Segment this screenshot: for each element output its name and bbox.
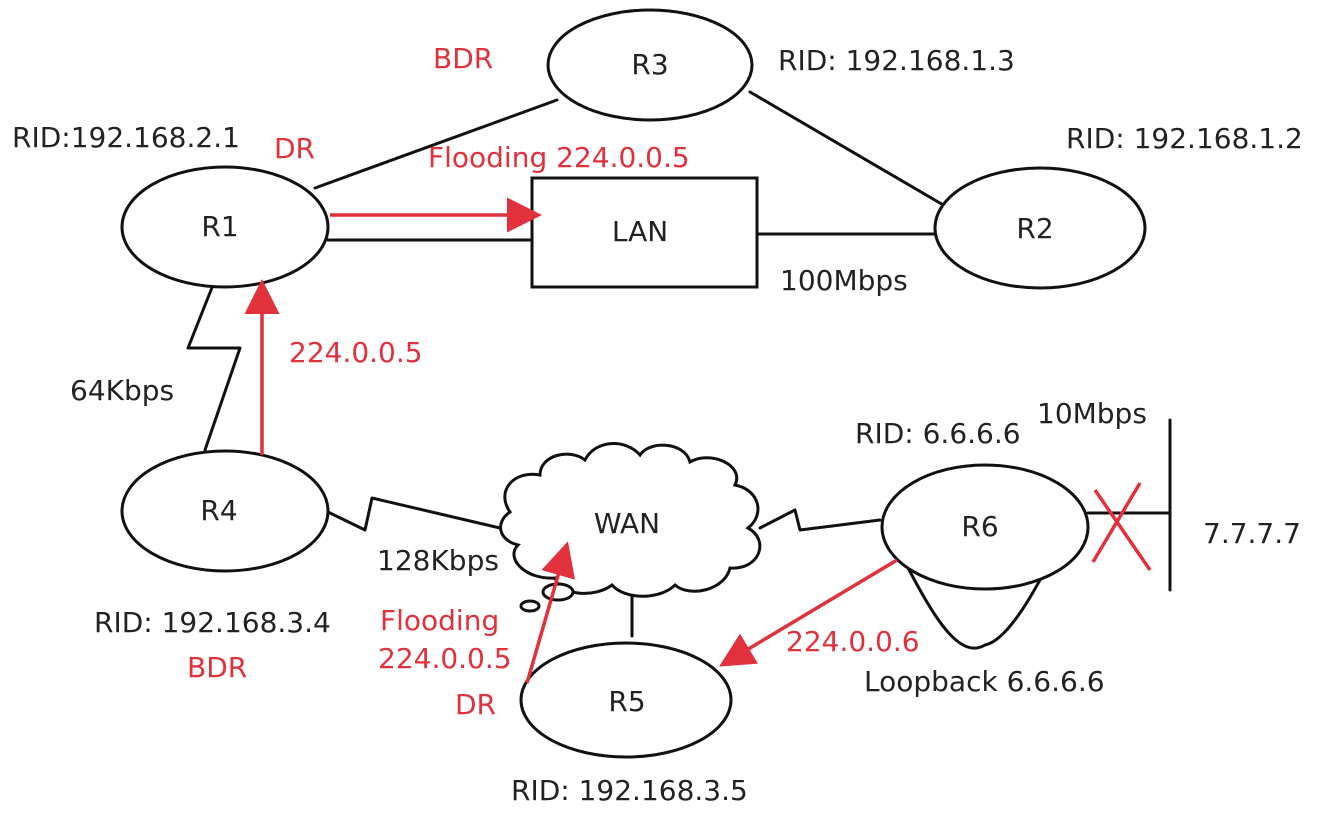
- wan-cloud-tail-small: [519, 599, 541, 613]
- r6-net-bandwidth: 10Mbps: [1037, 397, 1147, 430]
- r4-r1-flood-label: 224.0.0.5: [289, 336, 423, 369]
- loopback-curve: [903, 560, 1050, 650]
- lan-label: LAN: [612, 215, 668, 248]
- link-r4-wan-serial: [326, 496, 502, 532]
- lan-r2-bandwidth: 100Mbps: [780, 264, 908, 297]
- r5-wan-flood-label-line2: 224.0.0.5: [378, 642, 512, 675]
- link-wan-r6-serial: [758, 508, 882, 532]
- external-network-label: 7.7.7.7: [1203, 517, 1301, 550]
- r1-rid: RID:192.168.2.1: [12, 121, 240, 154]
- r6-rid: RID: 6.6.6.6: [855, 417, 1021, 450]
- router-r2: [933, 166, 1147, 290]
- r6-label: R6: [961, 510, 998, 543]
- r1-r4-bandwidth: 64Kbps: [70, 374, 174, 407]
- router-r1: [120, 165, 330, 289]
- flood-arrow-r5-wan: [525, 541, 576, 684]
- r4-label: R4: [200, 494, 237, 527]
- r2-rid: RID: 192.168.1.2: [1066, 122, 1303, 155]
- r5-label: R5: [608, 685, 645, 718]
- link-r3-r2: [748, 90, 947, 208]
- failed-link-x-icon-stroke: [1091, 482, 1142, 563]
- router-r5: [519, 641, 733, 759]
- r1-role: DR: [274, 132, 315, 165]
- router-r4: [120, 449, 330, 573]
- r4-wan-bandwidth: 128Kbps: [377, 544, 499, 577]
- failed-link-x-icon: [1093, 489, 1152, 571]
- r5-wan-flood-label-line1: Flooding: [380, 604, 499, 637]
- link-r1-r4-serial: [186, 283, 242, 452]
- r5-rid: RID: 192.168.3.5: [511, 774, 748, 807]
- router-r3: [546, 8, 754, 122]
- r4-rid: RID: 192.168.3.4: [94, 606, 331, 639]
- r5-role: DR: [455, 688, 496, 721]
- r4-role: BDR: [187, 651, 247, 684]
- wan-label: WAN: [594, 507, 660, 540]
- r3-role: BDR: [433, 42, 493, 75]
- r1-lan-flood-label: Flooding 224.0.0.5: [428, 141, 690, 174]
- wan-cloud-tail-large: [541, 582, 575, 602]
- r6-r5-flow-label: 224.0.0.6: [786, 625, 920, 658]
- arrow-r6-r5: [718, 558, 898, 667]
- link-r1-r3: [313, 98, 559, 190]
- router-r6: [880, 463, 1090, 591]
- loopback-label: Loopback 6.6.6.6: [864, 665, 1105, 698]
- lan-box: [530, 176, 759, 289]
- r1-label: R1: [201, 210, 238, 243]
- r3-rid: RID: 192.168.1.3: [778, 44, 1015, 77]
- r3-label: R3: [631, 48, 668, 81]
- r2-label: R2: [1016, 212, 1053, 245]
